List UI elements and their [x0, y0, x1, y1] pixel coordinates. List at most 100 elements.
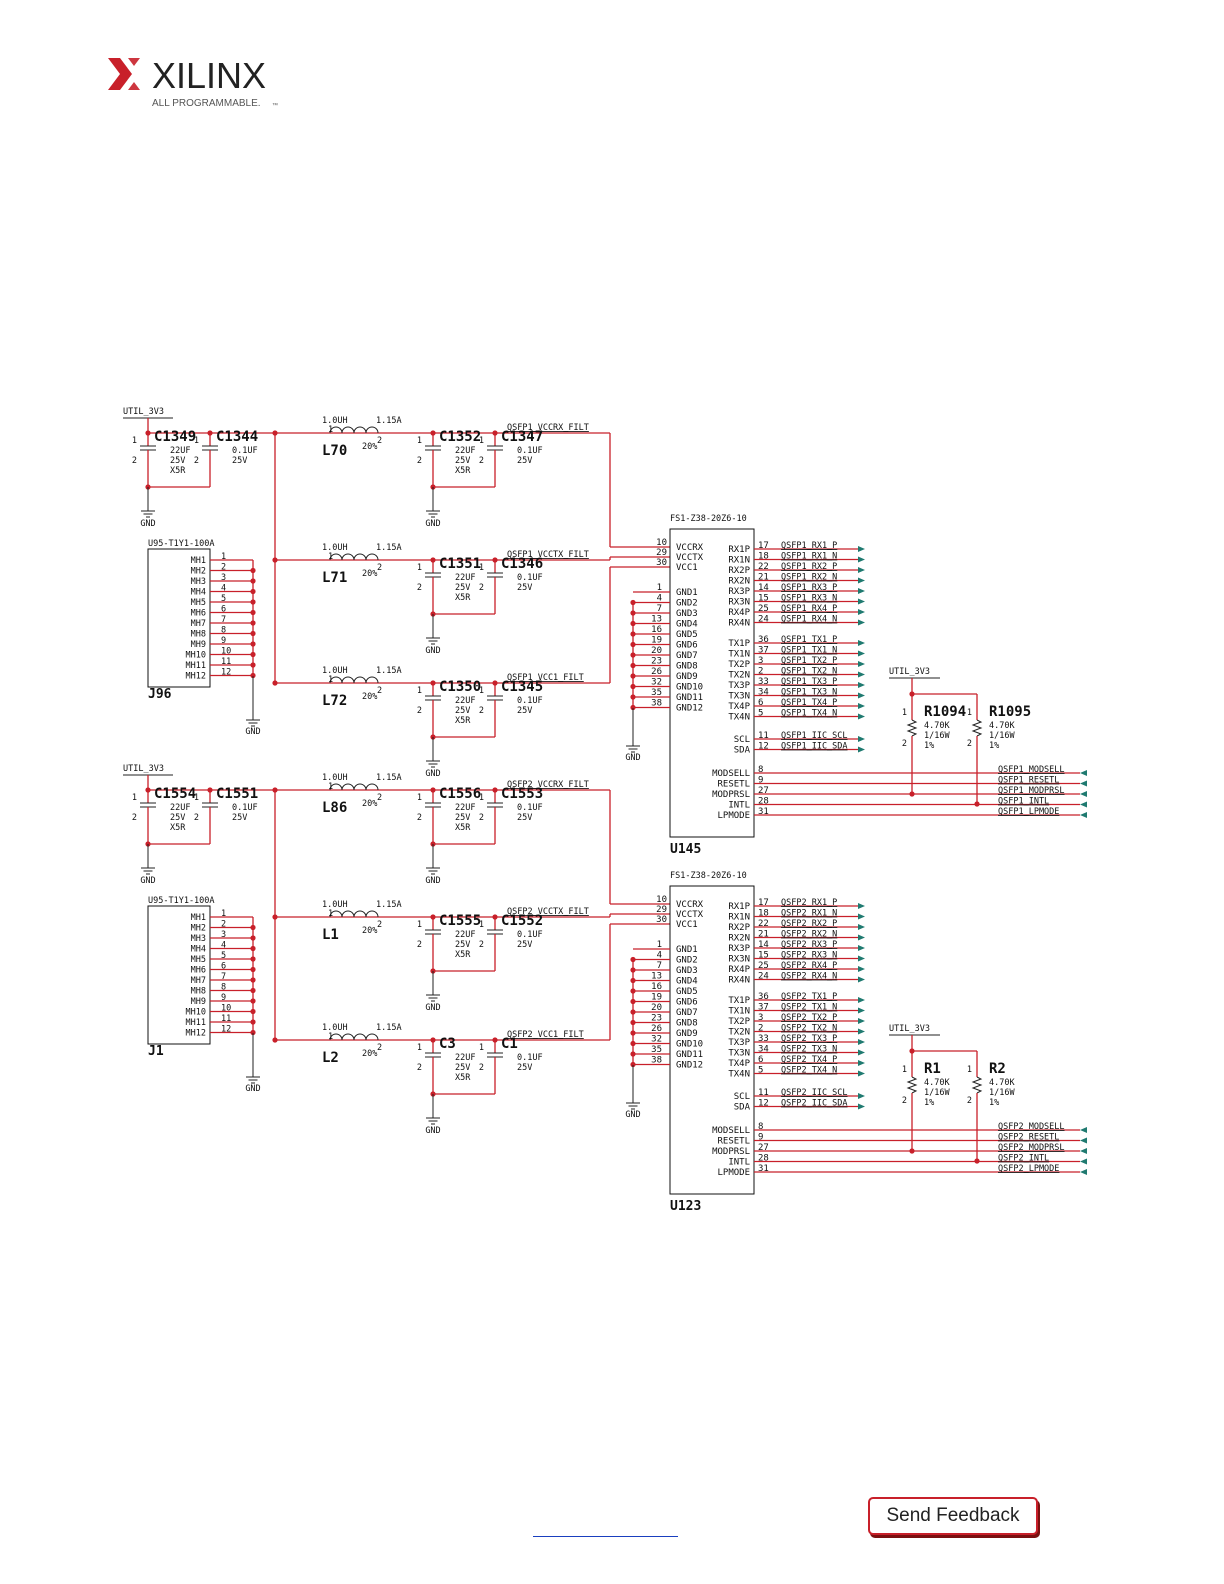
net-arrow-icon: [858, 1028, 865, 1035]
ic-pin-number: 24: [758, 972, 769, 982]
cap-pin-number: 1: [194, 436, 199, 446]
net-arrow-icon: [858, 736, 865, 742]
ic-pin-number: 7: [657, 604, 662, 614]
ic-pin-name: SCL: [734, 1092, 750, 1102]
inductor-coil: [329, 676, 343, 684]
cap-pin-number: 1: [417, 920, 422, 930]
ic-pin-name: MODSELL: [712, 769, 750, 779]
cap-voltage: 25V: [170, 456, 185, 466]
net-arrow-icon: [858, 1007, 865, 1014]
net-arrow-icon: [858, 945, 865, 951]
signal-net-label: QSFP1_RX2_N: [781, 573, 837, 583]
ic-pin-number: 19: [651, 636, 662, 646]
connector-pin-name: MH7: [191, 976, 206, 986]
net-arrow-icon: [858, 682, 865, 688]
ic-pin-name: RX3N: [728, 598, 750, 608]
resistor-ref: R2: [989, 1061, 1006, 1077]
connector-pin-number: 5: [221, 594, 226, 604]
cap-pin-number: 1: [132, 793, 137, 803]
ground-label: GND: [425, 1126, 440, 1136]
inductor-rating: 1.15A: [376, 416, 402, 426]
ic-pin-number: 16: [651, 625, 662, 635]
pullup-supply-label: UTIL_3V3: [889, 667, 930, 677]
connector-pin-number: 8: [221, 983, 226, 993]
logo-brand: XILINX: [152, 55, 266, 96]
footer-link[interactable]: [533, 1536, 678, 1537]
ic-pin-number: 33: [758, 1034, 769, 1044]
connector-pin-name: MH3: [191, 934, 206, 944]
ic-pin-number: 33: [758, 677, 769, 687]
net-arrow-icon: [1080, 1137, 1087, 1144]
inductor-ref: L1: [322, 927, 339, 943]
cap-pin-number: 2: [417, 706, 422, 716]
net-arrow-icon: [858, 650, 865, 657]
ic-pin-name: RX1P: [728, 902, 750, 912]
cap-pin-number: 1: [417, 436, 422, 446]
cap-pin-number: 2: [194, 456, 199, 466]
inductor-tolerance: 20%: [362, 799, 377, 809]
resistor-pin: 2: [902, 739, 907, 749]
inductor-tolerance: 20%: [362, 692, 377, 702]
inductor-coil: [329, 553, 343, 561]
ic-pin-name: TX2N: [728, 1028, 750, 1038]
ground-label: GND: [425, 1003, 440, 1013]
ic-pin-name: RX3N: [728, 955, 750, 965]
cap-voltage: 25V: [232, 456, 247, 466]
inductor-coil: [365, 910, 379, 918]
ic-pin-name: VCC1: [676, 563, 698, 573]
ic-pin-name: GND4: [676, 977, 698, 987]
cap-ref: C1346: [501, 556, 543, 572]
ic-pin-name: GND3: [676, 966, 698, 976]
net-arrow-icon: [858, 1060, 865, 1066]
ic-pin-name: GND1: [676, 588, 698, 598]
ic-ref: U145: [670, 842, 701, 857]
net-arrow-icon: [858, 661, 865, 667]
net-arrow-icon: [858, 934, 865, 941]
signal-net-label: QSFP1_IIC_SDA: [781, 742, 848, 752]
cap-value: 22UF: [455, 803, 475, 813]
inductor-coil: [365, 426, 379, 434]
cap-pin-number: 1: [194, 793, 199, 803]
cap-voltage: 25V: [455, 1063, 470, 1073]
ic-pin-name: GND11: [676, 1050, 703, 1060]
resistor-pin: 1: [902, 1065, 907, 1075]
ic-pin-name: RX4P: [728, 965, 750, 975]
ic-pin-number: 6: [758, 1055, 763, 1065]
ic-pin-name: GND5: [676, 630, 698, 640]
cap-pin-number: 2: [417, 583, 422, 593]
cap-pin-number: 1: [132, 436, 137, 446]
ic-pin-name: TX3P: [728, 681, 750, 691]
send-feedback-button[interactable]: Send Feedback: [868, 1497, 1038, 1535]
ic-pin-name: GND10: [676, 1040, 703, 1050]
resistor-tolerance: 1%: [924, 741, 934, 751]
cap-value: 22UF: [455, 1053, 475, 1063]
ic-pin-name: GND5: [676, 987, 698, 997]
ic-pin-name: TX4P: [728, 702, 750, 712]
net-arrow-icon: [858, 567, 865, 573]
cap-dielectric: X5R: [455, 466, 471, 476]
cap-voltage: 25V: [517, 813, 532, 823]
ic-pin-number: 3: [758, 1013, 763, 1023]
net-arrow-icon: [1080, 780, 1087, 787]
net-arrow-icon: [858, 1103, 865, 1110]
resistor-pin: 2: [967, 1096, 972, 1106]
ground-label: GND: [425, 876, 440, 886]
signal-net-label: QSFP2_TX4_P: [781, 1055, 837, 1065]
inductor-coil: [353, 1033, 367, 1041]
ic-pin-number: 5: [758, 709, 763, 719]
signal-net-label: QSFP2_TX3_P: [781, 1034, 837, 1044]
ic-pin-name: GND12: [676, 1061, 703, 1071]
ic-pin-name: TX3N: [728, 1049, 750, 1059]
ic-pin-number: 8: [758, 1122, 763, 1132]
cap-pin-number: 2: [479, 583, 484, 593]
signal-net-label: QSFP1_TX2_P: [781, 656, 837, 666]
cap-value: 0.1UF: [517, 573, 543, 583]
cap-value: 0.1UF: [232, 446, 258, 456]
control-net-label: QSFP2_MODSELL: [998, 1122, 1065, 1132]
signal-net-label: QSFP1_RX4_N: [781, 615, 837, 625]
ic-pin-number: 38: [651, 699, 662, 709]
cap-ref: C1552: [501, 913, 543, 929]
supply-label: UTIL_3V3: [123, 407, 164, 417]
ic-pin-number: 34: [758, 688, 769, 698]
